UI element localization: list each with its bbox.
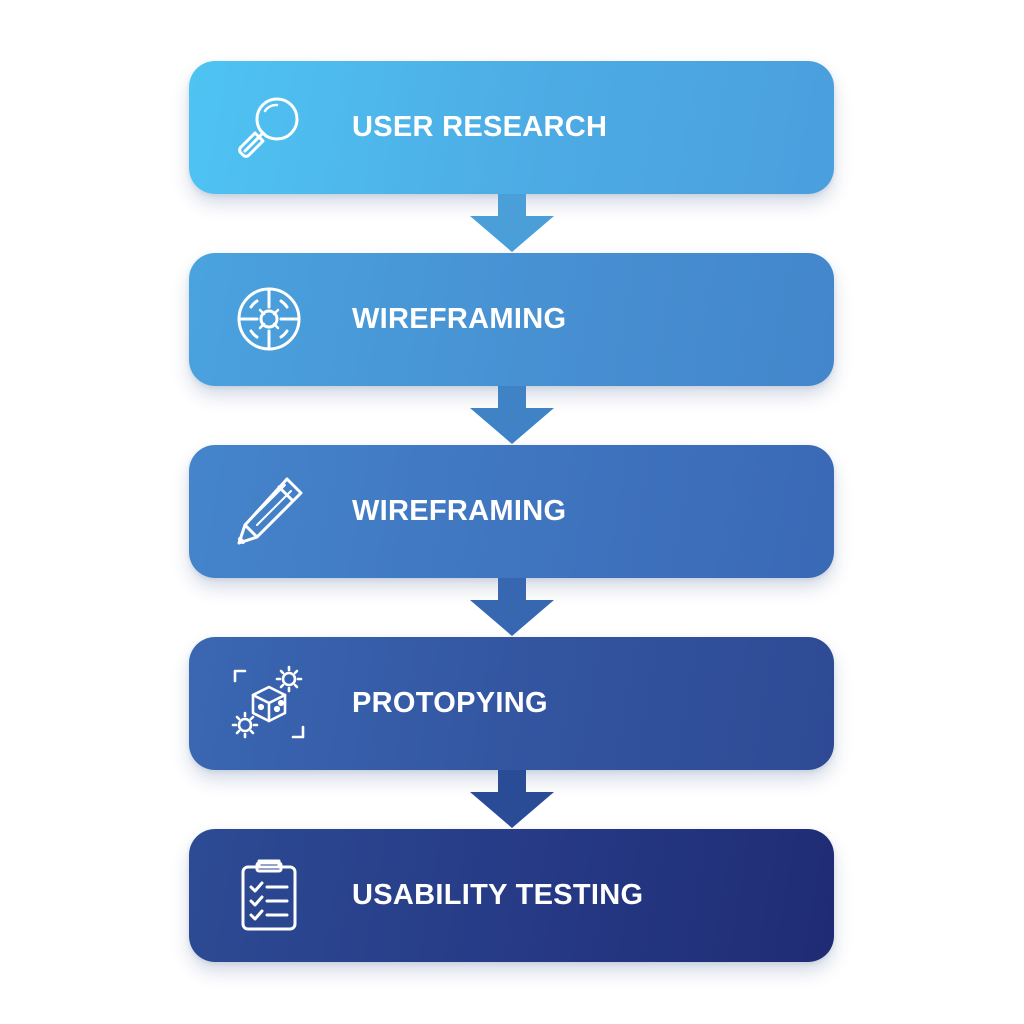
magnifying-glass-icon (227, 85, 311, 169)
step-usability-testing: USABILITY TESTING (189, 829, 834, 962)
down-arrow-icon (470, 194, 554, 252)
down-arrow-icon (470, 578, 554, 636)
clipboard-checklist-icon (227, 853, 311, 937)
pencil-icon (227, 469, 311, 553)
step-wireframing-sketch: WIREFRAMING (189, 445, 834, 578)
target-crosshair-icon (227, 277, 311, 361)
step-label: USER RESEARCH (352, 111, 608, 143)
step-prototyping: PROTOPYING (189, 637, 834, 770)
cube-gears-icon (227, 661, 311, 745)
step-label: USABILITY TESTING (352, 879, 644, 911)
step-wireframing: WIREFRAMING (189, 253, 834, 386)
step-user-research: USER RESEARCH (189, 61, 834, 194)
down-arrow-icon (470, 770, 554, 828)
down-arrow-icon (470, 386, 554, 444)
step-label: PROTOPYING (352, 687, 548, 719)
step-label: WIREFRAMING (352, 303, 567, 335)
step-label: WIREFRAMING (352, 495, 567, 527)
